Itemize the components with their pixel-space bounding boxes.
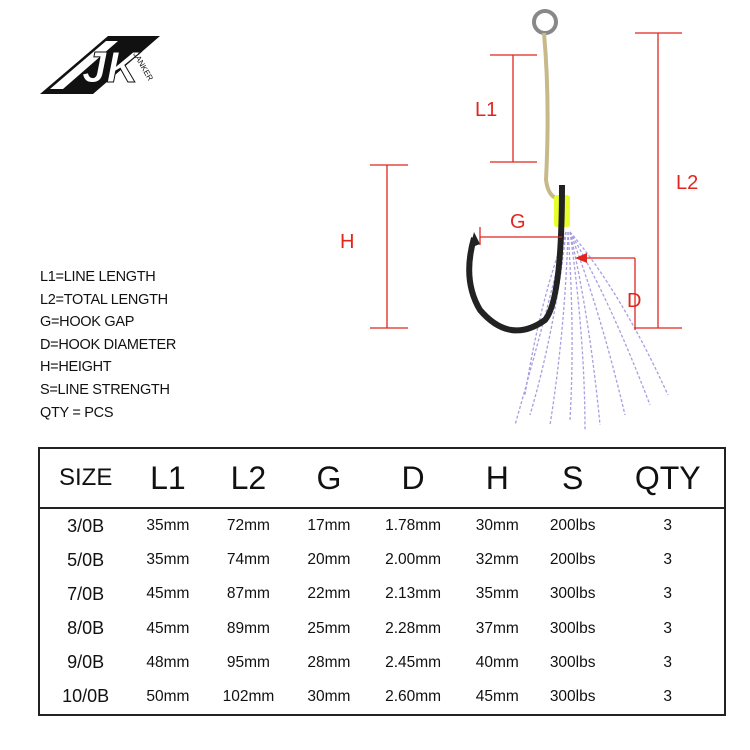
table-cell-d: 2.28mm: [385, 619, 442, 637]
table-cell-s: 300lbs: [549, 653, 596, 671]
tinsel-fibers: [514, 231, 669, 431]
table-cell-d: 2.60mm: [385, 687, 442, 705]
table-cell-size: 5/0B: [67, 549, 105, 570]
spec-table: SIZE L1 L2 G D H S QTY 3/0B 35mm 72mm 17mm 1…: [38, 447, 726, 716]
table-cell-g: 17mm: [307, 517, 351, 535]
header-h: H: [460, 448, 534, 509]
janker-logo: JK JANKER: [40, 36, 160, 94]
legend-item: G=HOOK GAP: [40, 314, 135, 331]
dim-label-h: H: [340, 231, 355, 253]
table-cell-s: 200lbs: [549, 551, 596, 569]
table-cell-d: 2.00mm: [385, 551, 442, 569]
table-cell-h: 40mm: [475, 653, 519, 671]
table-cell-l2: 72mm: [226, 517, 270, 535]
table-header-row: SIZE L1 L2 G D H S QTY: [39, 448, 725, 509]
header-l1: L1: [131, 448, 205, 509]
table-cell-qty: 3: [663, 687, 673, 705]
table-row: 8/0B 45mm 89mm 25mm 2.28mm 37mm 300lbs 3: [39, 611, 725, 645]
table-cell-h: 30mm: [475, 517, 519, 535]
dim-label-l1: L1: [475, 99, 498, 121]
legend-item: L1=LINE LENGTH: [40, 269, 156, 285]
table-cell-size: 9/0B: [67, 652, 105, 673]
table-cell-h: 35mm: [475, 585, 519, 603]
legend-item: D=HOOK DIAMETER: [40, 336, 177, 353]
table-cell-qty: 3: [663, 653, 673, 671]
legend-item: S=LINE STRENGTH: [40, 381, 170, 398]
table-cell-h: 37mm: [475, 619, 519, 637]
hook: [466, 184, 565, 334]
table-cell-s: 300lbs: [549, 619, 596, 637]
hook-illustration: [370, 9, 682, 431]
table-cell-size: 7/0B: [67, 583, 105, 604]
table-cell-s: 300lbs: [549, 687, 596, 705]
svg-text:JK: JK: [82, 43, 141, 92]
table-cell-g: 28mm: [307, 653, 351, 671]
dimension-lines: [370, 32, 682, 330]
legend-item: L2=TOTAL LENGTH: [40, 291, 168, 308]
header-l2: L2: [204, 448, 293, 509]
table-cell-l2: 95mm: [226, 653, 270, 671]
table-cell-qty: 3: [663, 551, 673, 569]
table-cell-size: 10/0B: [62, 686, 110, 707]
table-cell-g: 25mm: [307, 619, 351, 637]
header-g: G: [292, 448, 366, 509]
table-cell-l1: 48mm: [146, 653, 190, 671]
table-cell-g: 30mm: [307, 687, 351, 705]
table-cell-g: 20mm: [307, 551, 351, 569]
table-cell-l1: 35mm: [146, 517, 190, 535]
table-cell-h: 32mm: [475, 551, 519, 569]
table-cell-s: 300lbs: [549, 585, 596, 603]
table-cell-l2: 89mm: [226, 619, 270, 637]
table-row: 7/0B 45mm 87mm 22mm 2.13mm 35mm 300lbs 3: [39, 577, 725, 611]
table-cell-d: 1.78mm: [385, 517, 442, 535]
legend-item: H=HEIGHT: [40, 359, 112, 376]
table-cell-l2: 87mm: [226, 585, 270, 603]
table-cell-l2: 102mm: [222, 687, 275, 705]
table-cell-g: 22mm: [307, 585, 351, 603]
header-s: S: [533, 448, 612, 509]
dim-label-l2: L2: [676, 172, 699, 194]
table-cell-d: 2.13mm: [385, 585, 442, 603]
dim-label-g: G: [510, 211, 526, 233]
table-cell-l2: 74mm: [226, 551, 270, 569]
table-cell-h: 45mm: [475, 687, 519, 705]
header-qty: QTY: [611, 448, 725, 509]
table-cell-qty: 3: [663, 517, 673, 535]
dim-label-d: D: [627, 290, 642, 312]
table-row: 5/0B 35mm 74mm 20mm 2.00mm 32mm 200lbs 3: [39, 543, 725, 577]
split-ring: [532, 9, 558, 35]
table-cell-l1: 45mm: [146, 619, 190, 637]
legend-item: QTY = PCS: [40, 404, 114, 421]
table-row: 10/0B 50mm 102mm 30mm 2.60mm 45mm 300lbs 3: [39, 680, 725, 715]
dimension-legend: L1=LINE LENGTH L2=TOTAL LENGTH G=HOOK GA…: [40, 266, 176, 424]
header-d: D: [365, 448, 461, 509]
table-cell-qty: 3: [663, 619, 673, 637]
assist-line: [542, 32, 557, 200]
table-cell-qty: 3: [663, 585, 673, 603]
table-cell-size: 3/0B: [67, 515, 105, 536]
table-cell-l1: 45mm: [146, 585, 190, 603]
table-cell-l1: 50mm: [146, 687, 190, 705]
table-row: 3/0B 35mm 72mm 17mm 1.78mm 30mm 200lbs 3: [39, 508, 725, 543]
table-cell-size: 8/0B: [67, 618, 105, 639]
header-size: SIZE: [39, 448, 132, 509]
table-cell-s: 200lbs: [549, 517, 596, 535]
table-cell-l1: 35mm: [146, 551, 190, 569]
table-row: 9/0B 48mm 95mm 28mm 2.45mm 40mm 300lbs 3: [39, 646, 725, 680]
table-cell-d: 2.45mm: [385, 653, 442, 671]
